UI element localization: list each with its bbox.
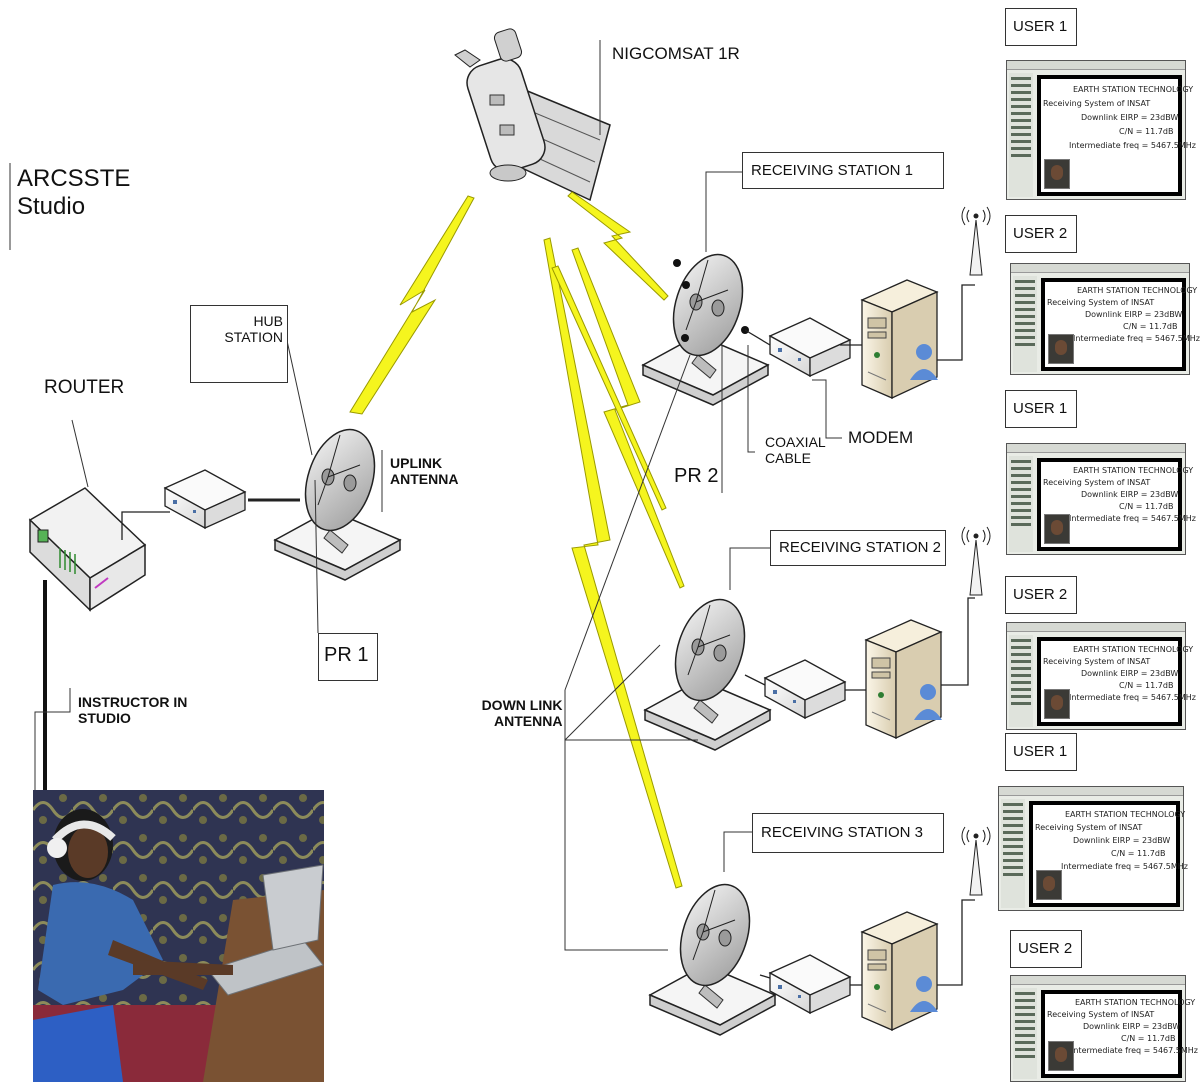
coaxial-cable-label: COAXIAL CABLE: [765, 434, 826, 467]
station-3-wireless-antenna-icon: [961, 826, 991, 896]
user-screen-thumbnail: EARTH STATION TECHNOLOGY Receiving Syste…: [1010, 263, 1200, 375]
station-3-dish-icon: [649, 874, 776, 1036]
board-line: Receiving System of INSAT: [1043, 478, 1151, 487]
instructor-photo: [33, 790, 324, 1082]
board-line: Intermediate freq = 5467.5MHz: [1069, 141, 1196, 150]
board-line: Downlink EIRP = 23dBW: [1081, 669, 1179, 678]
uplink-antenna-label: UPLINK ANTENNA: [390, 455, 459, 488]
user-label-box: USER 1: [1005, 733, 1077, 771]
downlink-signal-4: [551, 265, 667, 511]
user-label: USER 1: [1013, 18, 1068, 35]
user-label-box: USER 2: [1005, 215, 1077, 253]
board-line: Receiving System of INSAT: [1035, 823, 1143, 832]
user-screen-thumbnail: EARTH STATION TECHNOLOGY Receiving Syste…: [1010, 975, 1198, 1082]
user-screen-thumbnail: EARTH STATION TECHNOLOGY Receiving Syste…: [998, 786, 1188, 911]
station-3-server-icon: [861, 911, 939, 1031]
board-line: EARTH STATION TECHNOLOGY: [1073, 85, 1194, 94]
user-screen-thumbnail: EARTH STATION TECHNOLOGY Receiving Syste…: [1006, 443, 1196, 555]
user-label: USER 2: [1013, 225, 1068, 242]
station-2-server-icon: [865, 619, 943, 739]
studio-title: ARCSSTE Studio: [17, 165, 131, 220]
board-line: Downlink EIRP = 23dBW: [1083, 1022, 1181, 1031]
user-label-box: USER 2: [1010, 930, 1082, 968]
pr2-label: PR 2: [674, 465, 719, 487]
router-icon: [28, 487, 147, 612]
user-label-box: USER 1: [1005, 8, 1077, 46]
user-screen-thumbnail: EARTH STATION TECHNOLOGY Receiving Syste…: [1006, 60, 1196, 200]
downlink-antenna-label: DOWN LINK ANTENNA: [481, 697, 563, 730]
station-1-wireless-antenna-icon: [961, 206, 991, 276]
user-label: USER 1: [1013, 400, 1068, 417]
board-line: Intermediate freq = 5467.5MHz: [1061, 862, 1188, 871]
instructor-photo-graphic: [33, 790, 324, 1082]
downlink-signal-1: [567, 191, 669, 301]
user-screen-thumbnail: EARTH STATION TECHNOLOGY Receiving Syste…: [1006, 622, 1196, 730]
board-line: Intermediate freq = 5467.5MHz: [1069, 693, 1196, 702]
board-line: Intermediate freq = 5467.5MHz: [1073, 334, 1200, 343]
board-line: Downlink EIRP = 23dBW: [1073, 836, 1171, 845]
uplink-signal: [349, 195, 475, 415]
hub-station-box: HUB STATION: [190, 305, 288, 383]
board-line: Downlink EIRP = 23dBW: [1081, 113, 1179, 122]
receiving-station-2-box: RECEIVING STATION 2: [770, 530, 946, 566]
presenter-thumbnail: [1048, 334, 1074, 364]
presenter-thumbnail: [1044, 159, 1070, 189]
board-line: C/N = 11.7dB: [1119, 127, 1174, 136]
board-line: EARTH STATION TECHNOLOGY: [1075, 998, 1196, 1007]
station-1-server-icon: [861, 279, 939, 399]
board-line: Intermediate freq = 5467.5MHz: [1069, 514, 1196, 523]
receiving-station-3-label: RECEIVING STATION 3: [761, 824, 923, 841]
board-line: C/N = 11.7dB: [1121, 1034, 1176, 1043]
board-line: EARTH STATION TECHNOLOGY: [1073, 466, 1194, 475]
user-label-box: USER 2: [1005, 576, 1077, 614]
hub-modem-icon: [164, 469, 246, 529]
user-label-box: USER 1: [1005, 390, 1077, 428]
board-line: C/N = 11.7dB: [1111, 849, 1166, 858]
board-line: Receiving System of INSAT: [1047, 298, 1155, 307]
receiving-station-2-label: RECEIVING STATION 2: [779, 539, 941, 556]
board-line: EARTH STATION TECHNOLOGY: [1065, 810, 1186, 819]
user-label: USER 2: [1013, 586, 1068, 603]
pr1-label: PR 1: [324, 644, 369, 666]
downlink-signal-2: [571, 247, 685, 589]
board-line: Downlink EIRP = 23dBW: [1081, 490, 1179, 499]
board-line: Receiving System of INSAT: [1043, 99, 1151, 108]
station-1-modem-icon: [769, 317, 851, 377]
user-label: USER 2: [1018, 940, 1073, 957]
board-line: C/N = 11.7dB: [1123, 322, 1178, 331]
board-line: EARTH STATION TECHNOLOGY: [1073, 645, 1194, 654]
board-line: C/N = 11.7dB: [1119, 502, 1174, 511]
station-2-dish-icon: [644, 589, 771, 751]
modem-label: MODEM: [848, 428, 914, 447]
presenter-thumbnail: [1036, 870, 1062, 900]
presenter-thumbnail: [1044, 689, 1070, 719]
instructor-label: INSTRUCTOR IN STUDIO: [78, 694, 188, 727]
station-1-dish-icon: [642, 244, 769, 406]
presenter-thumbnail: [1044, 514, 1070, 544]
receiving-station-1-label: RECEIVING STATION 1: [751, 162, 913, 179]
station-2-modem-icon: [764, 659, 846, 719]
board-line: EARTH STATION TECHNOLOGY: [1077, 286, 1198, 295]
router-label: ROUTER: [44, 377, 125, 398]
board-line: Downlink EIRP = 23dBW: [1085, 310, 1183, 319]
receiving-station-3-box: RECEIVING STATION 3: [752, 813, 944, 853]
pr1-box: PR 1: [318, 633, 378, 681]
board-line: C/N = 11.7dB: [1119, 681, 1174, 690]
station-2-wireless-antenna-icon: [961, 526, 991, 596]
receiving-station-1-box: RECEIVING STATION 1: [742, 152, 944, 189]
board-line: Intermediate freq = 5467.5MHz: [1071, 1046, 1198, 1055]
presenter-thumbnail: [1048, 1041, 1074, 1071]
station-3-modem-icon: [769, 954, 851, 1014]
board-line: Receiving System of INSAT: [1047, 1010, 1155, 1019]
satellite-icon: [454, 28, 611, 202]
satellite-label: NIGCOMSAT 1R: [612, 44, 740, 63]
board-line: Receiving System of INSAT: [1043, 657, 1151, 666]
user-label: USER 1: [1013, 743, 1068, 760]
downlink-signal-3: [543, 237, 683, 889]
